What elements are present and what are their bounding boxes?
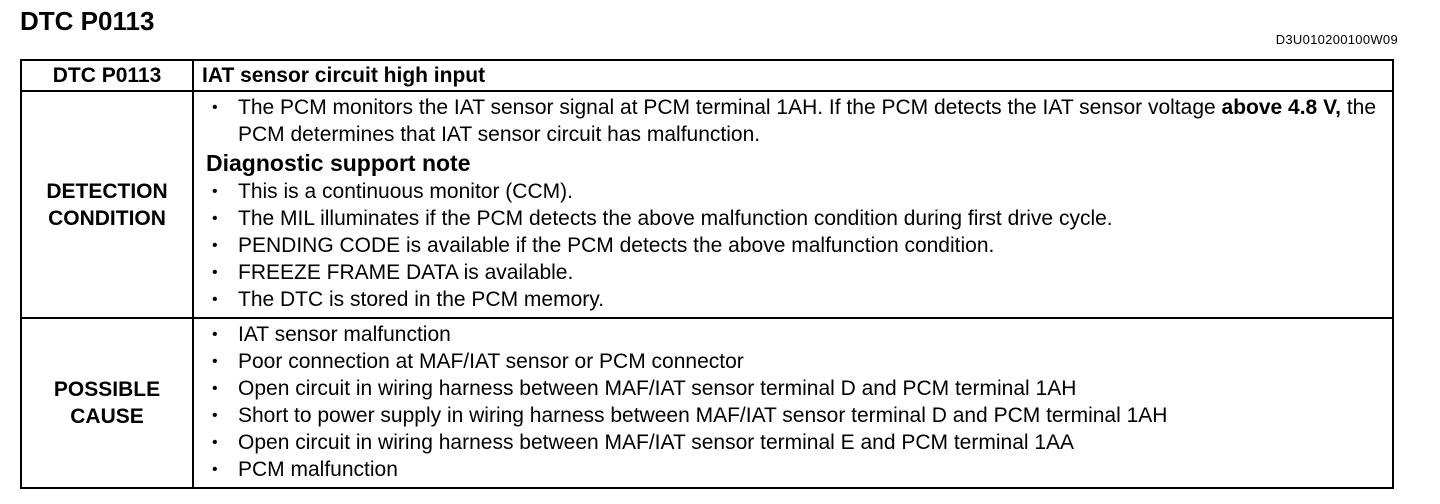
list-item: • Open circuit in wiring harness between …	[208, 429, 1384, 456]
cause-label-line2: CAUSE	[70, 405, 144, 428]
bullet-icon: •	[212, 291, 218, 308]
list-item: • PENDING CODE is available if the PCM de…	[208, 232, 1384, 259]
bullet-icon: •	[212, 264, 218, 281]
note-text: This is a continuous monitor (CCM).	[238, 180, 573, 203]
detection-condition-label: DETECTION CONDITION	[20, 90, 194, 319]
detection-intro-part2: the PCM determines that IAT sensor circu…	[238, 96, 1377, 146]
bullet-icon: •	[212, 210, 218, 227]
possible-cause-row: POSSIBLE CAUSE • IAT sensor malfunction •…	[20, 317, 1394, 489]
table-header-row: DTC P0113 IAT sensor circuit high input	[20, 59, 1394, 92]
page-title: DTC P0113	[20, 6, 155, 36]
note-text: PENDING CODE is available if the PCM det…	[238, 234, 995, 257]
possible-cause-list: • IAT sensor malfunction • Poor connection…	[208, 321, 1384, 483]
bullet-icon: •	[212, 380, 218, 397]
cause-label-line1: POSSIBLE	[53, 378, 161, 401]
possible-cause-content: • IAT sensor malfunction • Poor connection…	[192, 317, 1394, 489]
detection-intro-part1: The PCM monitors the IAT sensor signal a…	[238, 96, 1222, 119]
bullet-icon: •	[212, 326, 218, 343]
cause-text: IAT sensor malfunction	[238, 323, 451, 346]
note-text: The MIL illuminates if the PCM detects t…	[238, 207, 1113, 230]
detection-voltage-threshold: above 4.8 V,	[1221, 96, 1341, 119]
note-text: FREEZE FRAME DATA is available.	[238, 261, 574, 284]
note-text: The DTC is stored in the PCM memory.	[238, 288, 605, 311]
detection-label-line2: CONDITION	[48, 206, 166, 230]
bullet-icon: •	[212, 183, 218, 200]
list-item: • The MIL illuminates if the PCM detects …	[208, 205, 1384, 232]
list-item: • Short to power supply in wiring harness…	[208, 402, 1384, 429]
detection-condition-content: • The PCM monitors the IAT sensor signal…	[192, 90, 1394, 319]
list-item: • Open circuit in wiring harness between …	[208, 375, 1384, 402]
list-item: • FREEZE FRAME DATA is available.	[208, 259, 1384, 286]
list-item: • The DTC is stored in the PCM memory.	[208, 286, 1384, 313]
bullet-icon: •	[212, 434, 218, 451]
cause-text: Open circuit in wiring harness between M…	[238, 431, 1075, 454]
dtc-table: DTC P0113 IAT sensor circuit high input …	[20, 59, 1394, 489]
bullet-icon: •	[212, 99, 218, 116]
detection-label-line1: DETECTION	[46, 179, 168, 203]
detection-intro-list: • The PCM monitors the IAT sensor signal…	[208, 94, 1384, 148]
diagnostic-support-heading: Diagnostic support note	[206, 150, 471, 176]
list-item: • Poor connection at MAF/IAT sensor or PC…	[208, 348, 1384, 375]
header-dtc-code: DTC P0113	[20, 59, 194, 92]
document-code: D3U010200100W09	[1275, 32, 1398, 47]
header-dtc-title: IAT sensor circuit high input	[192, 59, 1394, 92]
list-item: • The PCM monitors the IAT sensor signal…	[208, 94, 1384, 148]
list-item: • This is a continuous monitor (CCM).	[208, 178, 1384, 205]
list-item: • PCM malfunction	[208, 456, 1384, 483]
cause-text: PCM malfunction	[238, 458, 398, 481]
list-item: • IAT sensor malfunction	[208, 321, 1384, 348]
diagnostic-notes-list: • This is a continuous monitor (CCM). • Th…	[208, 178, 1384, 313]
cause-text: Open circuit in wiring harness between M…	[238, 377, 1077, 400]
bullet-icon: •	[212, 237, 218, 254]
bullet-icon: •	[212, 353, 218, 370]
cause-text: Short to power supply in wiring harness …	[238, 404, 1168, 427]
bullet-icon: •	[212, 407, 218, 424]
detection-condition-row: DETECTION CONDITION • The PCM monitors t…	[20, 90, 1394, 319]
cause-text: Poor connection at MAF/IAT sensor or PCM…	[238, 350, 744, 373]
possible-cause-label: POSSIBLE CAUSE	[20, 317, 194, 489]
bullet-icon: •	[212, 461, 218, 478]
